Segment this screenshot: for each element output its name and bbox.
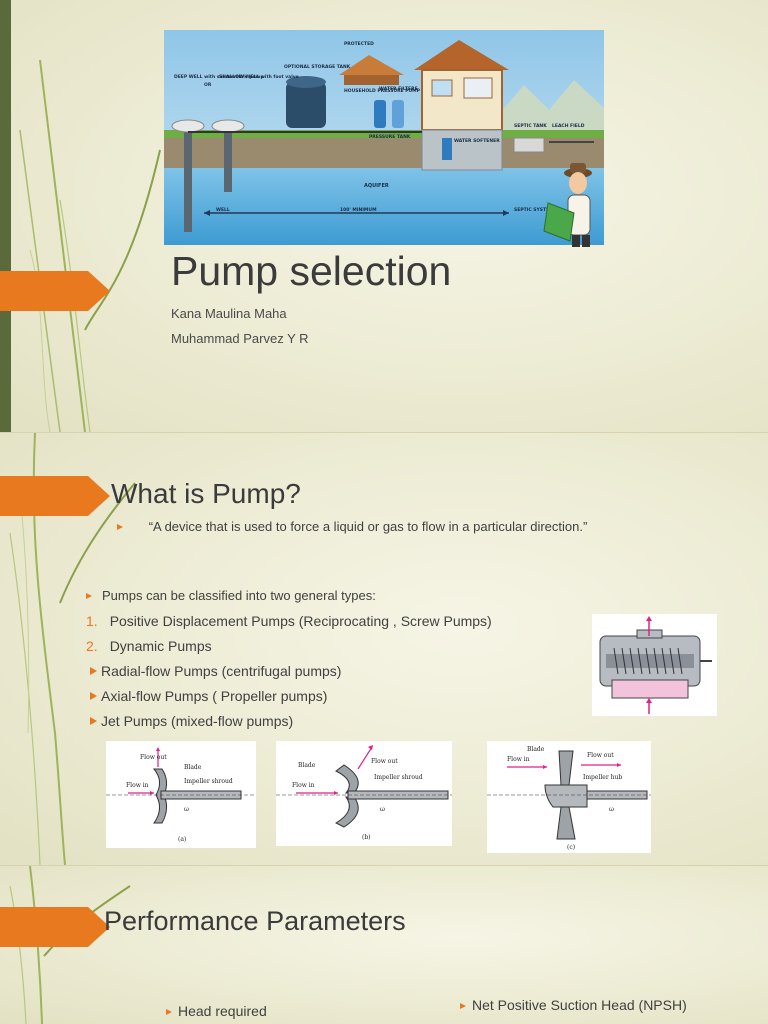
bullet-arrow-icon (90, 692, 97, 700)
slide-what-is-pump: What is Pump? “A device that is used to … (0, 433, 768, 865)
fig-a-flow-out: Flow out (140, 754, 167, 761)
label-minimum: 100' MINIMUM (340, 207, 377, 213)
number-label: 1. (86, 613, 98, 629)
numbered-text: Positive Displacement Pumps (Reciprocati… (109, 613, 492, 629)
definition-text: “A device that is used to force a liquid… (148, 519, 588, 534)
fig-b-flow-out: Flow out (371, 758, 398, 765)
numbered-text: Dynamic Pumps (109, 638, 212, 654)
fig-c-caption: (c) (567, 844, 575, 851)
figure-radial-flow: Flow out Blade Impeller shroud Flow in ω… (106, 741, 256, 848)
label-septic-tank: SEPTIC TANK (514, 123, 547, 129)
sub-bullet-axial: Axial-flow Pumps ( Propeller pumps) (90, 688, 327, 704)
label-septic-system: SEPTIC SYSTEM (514, 207, 554, 213)
well-system-diagram: DEEP WELL with submersible pump OR SHALL… (164, 30, 604, 245)
fig-b-shroud: Impeller shroud (374, 774, 423, 781)
accent-tab (0, 907, 110, 947)
figure-axial-flow: Blade Flow out Flow in Impeller hub ω (c… (487, 741, 651, 853)
label-storage-tank: OPTIONAL STORAGE TANK (284, 64, 351, 70)
sub-bullet-text: Axial-flow Pumps ( Propeller pumps) (101, 688, 328, 704)
npsh-bullet: Net Positive Suction Head (NPSH) (460, 997, 687, 1013)
bullet-arrow-icon (90, 717, 97, 725)
number-label: 2. (86, 638, 98, 654)
label-shallow-well: SHALLOW WELL with foot valve (219, 74, 299, 80)
fig-b-caption: (b) (362, 834, 371, 841)
accent-tab (0, 271, 110, 311)
fig-a-caption: (a) (178, 836, 186, 843)
intro-bullet: Pumps can be classified into two general… (86, 588, 376, 603)
fig-b-omega: ω (380, 806, 385, 813)
bullet-arrow-icon (90, 667, 97, 675)
fig-c-blade: Blade (527, 746, 545, 753)
slide-separator (0, 432, 768, 433)
label-water-filters: WATER FILTERS (379, 86, 418, 92)
sub-bullet-text: Radial-flow Pumps (centrifugal pumps) (101, 663, 342, 679)
label-well: WELL (216, 207, 230, 213)
label-or: OR (204, 82, 212, 88)
slide-performance-parameters: Performance Parameters Head required Net… (0, 866, 768, 1024)
label-deep-well: DEEP WELL with submersible pump (174, 74, 264, 80)
screw-pump-image (592, 614, 717, 716)
numbered-item-2: 2. Dynamic Pumps (86, 638, 212, 654)
definition-bullet: “A device that is used to force a liquid… (117, 518, 617, 535)
decorative-stems (19, 59, 161, 432)
slide-separator (0, 865, 768, 866)
slide1-title: Pump selection (171, 248, 452, 294)
intro-text: Pumps can be classified into two general… (102, 588, 376, 603)
figure-mixed-flow: Blade Flow out Impeller shroud Flow in ω… (276, 741, 452, 846)
bullet-text: Net Positive Suction Head (NPSH) (472, 997, 687, 1013)
fig-c-flow-out: Flow out (587, 752, 614, 759)
bullet-arrow-icon (166, 1009, 172, 1015)
slide2-title: What is Pump? (111, 478, 301, 509)
bullet-arrow-icon (86, 593, 92, 599)
label-pressure-pump: HOUSEHOLD PRESSURE PUMP (344, 88, 421, 94)
fig-a-omega: ω (184, 806, 189, 813)
head-required-bullet: Head required (166, 1003, 267, 1019)
author-1: Kana Maulina Maha (171, 306, 287, 321)
fig-c-omega: ω (609, 806, 614, 813)
cartoon-man-illustration (543, 163, 592, 247)
label-leach-field: LEACH FIELD (552, 123, 585, 129)
label-aquifer: AQUIFER (364, 183, 389, 189)
accent-tab (0, 476, 110, 516)
label-water-softener: WATER SOFTENER (454, 138, 500, 144)
fig-c-hub: Impeller hub (583, 774, 622, 781)
author-2: Muhammad Parvez Y R (171, 331, 309, 346)
sub-bullet-radial: Radial-flow Pumps (centrifugal pumps) (90, 663, 341, 679)
fig-c-flow-in: Flow in (507, 756, 530, 763)
fig-b-flow-in: Flow in (292, 782, 315, 789)
label-pressure-tank: PRESSURE TANK (369, 134, 411, 140)
fig-b-blade: Blade (298, 762, 316, 769)
bullet-arrow-icon (117, 524, 123, 530)
bullet-arrow-icon (460, 1003, 466, 1009)
label-protected: PROTECTED (344, 41, 374, 47)
bullet-text: Head required (178, 1003, 267, 1019)
left-bar (0, 0, 11, 432)
fig-a-blade: Blade (184, 764, 202, 771)
slide-title: DEEP WELL with submersible pump OR SHALL… (0, 0, 768, 432)
sub-bullet-text: Jet Pumps (mixed-flow pumps) (101, 713, 294, 729)
fig-a-shroud: Impeller shroud (184, 778, 233, 785)
sub-bullet-jet: Jet Pumps (mixed-flow pumps) (90, 713, 293, 729)
slide3-title: Performance Parameters (104, 906, 406, 936)
fig-a-flow-in: Flow in (126, 782, 149, 789)
numbered-item-1: 1. Positive Displacement Pumps (Reciproca… (86, 613, 492, 629)
